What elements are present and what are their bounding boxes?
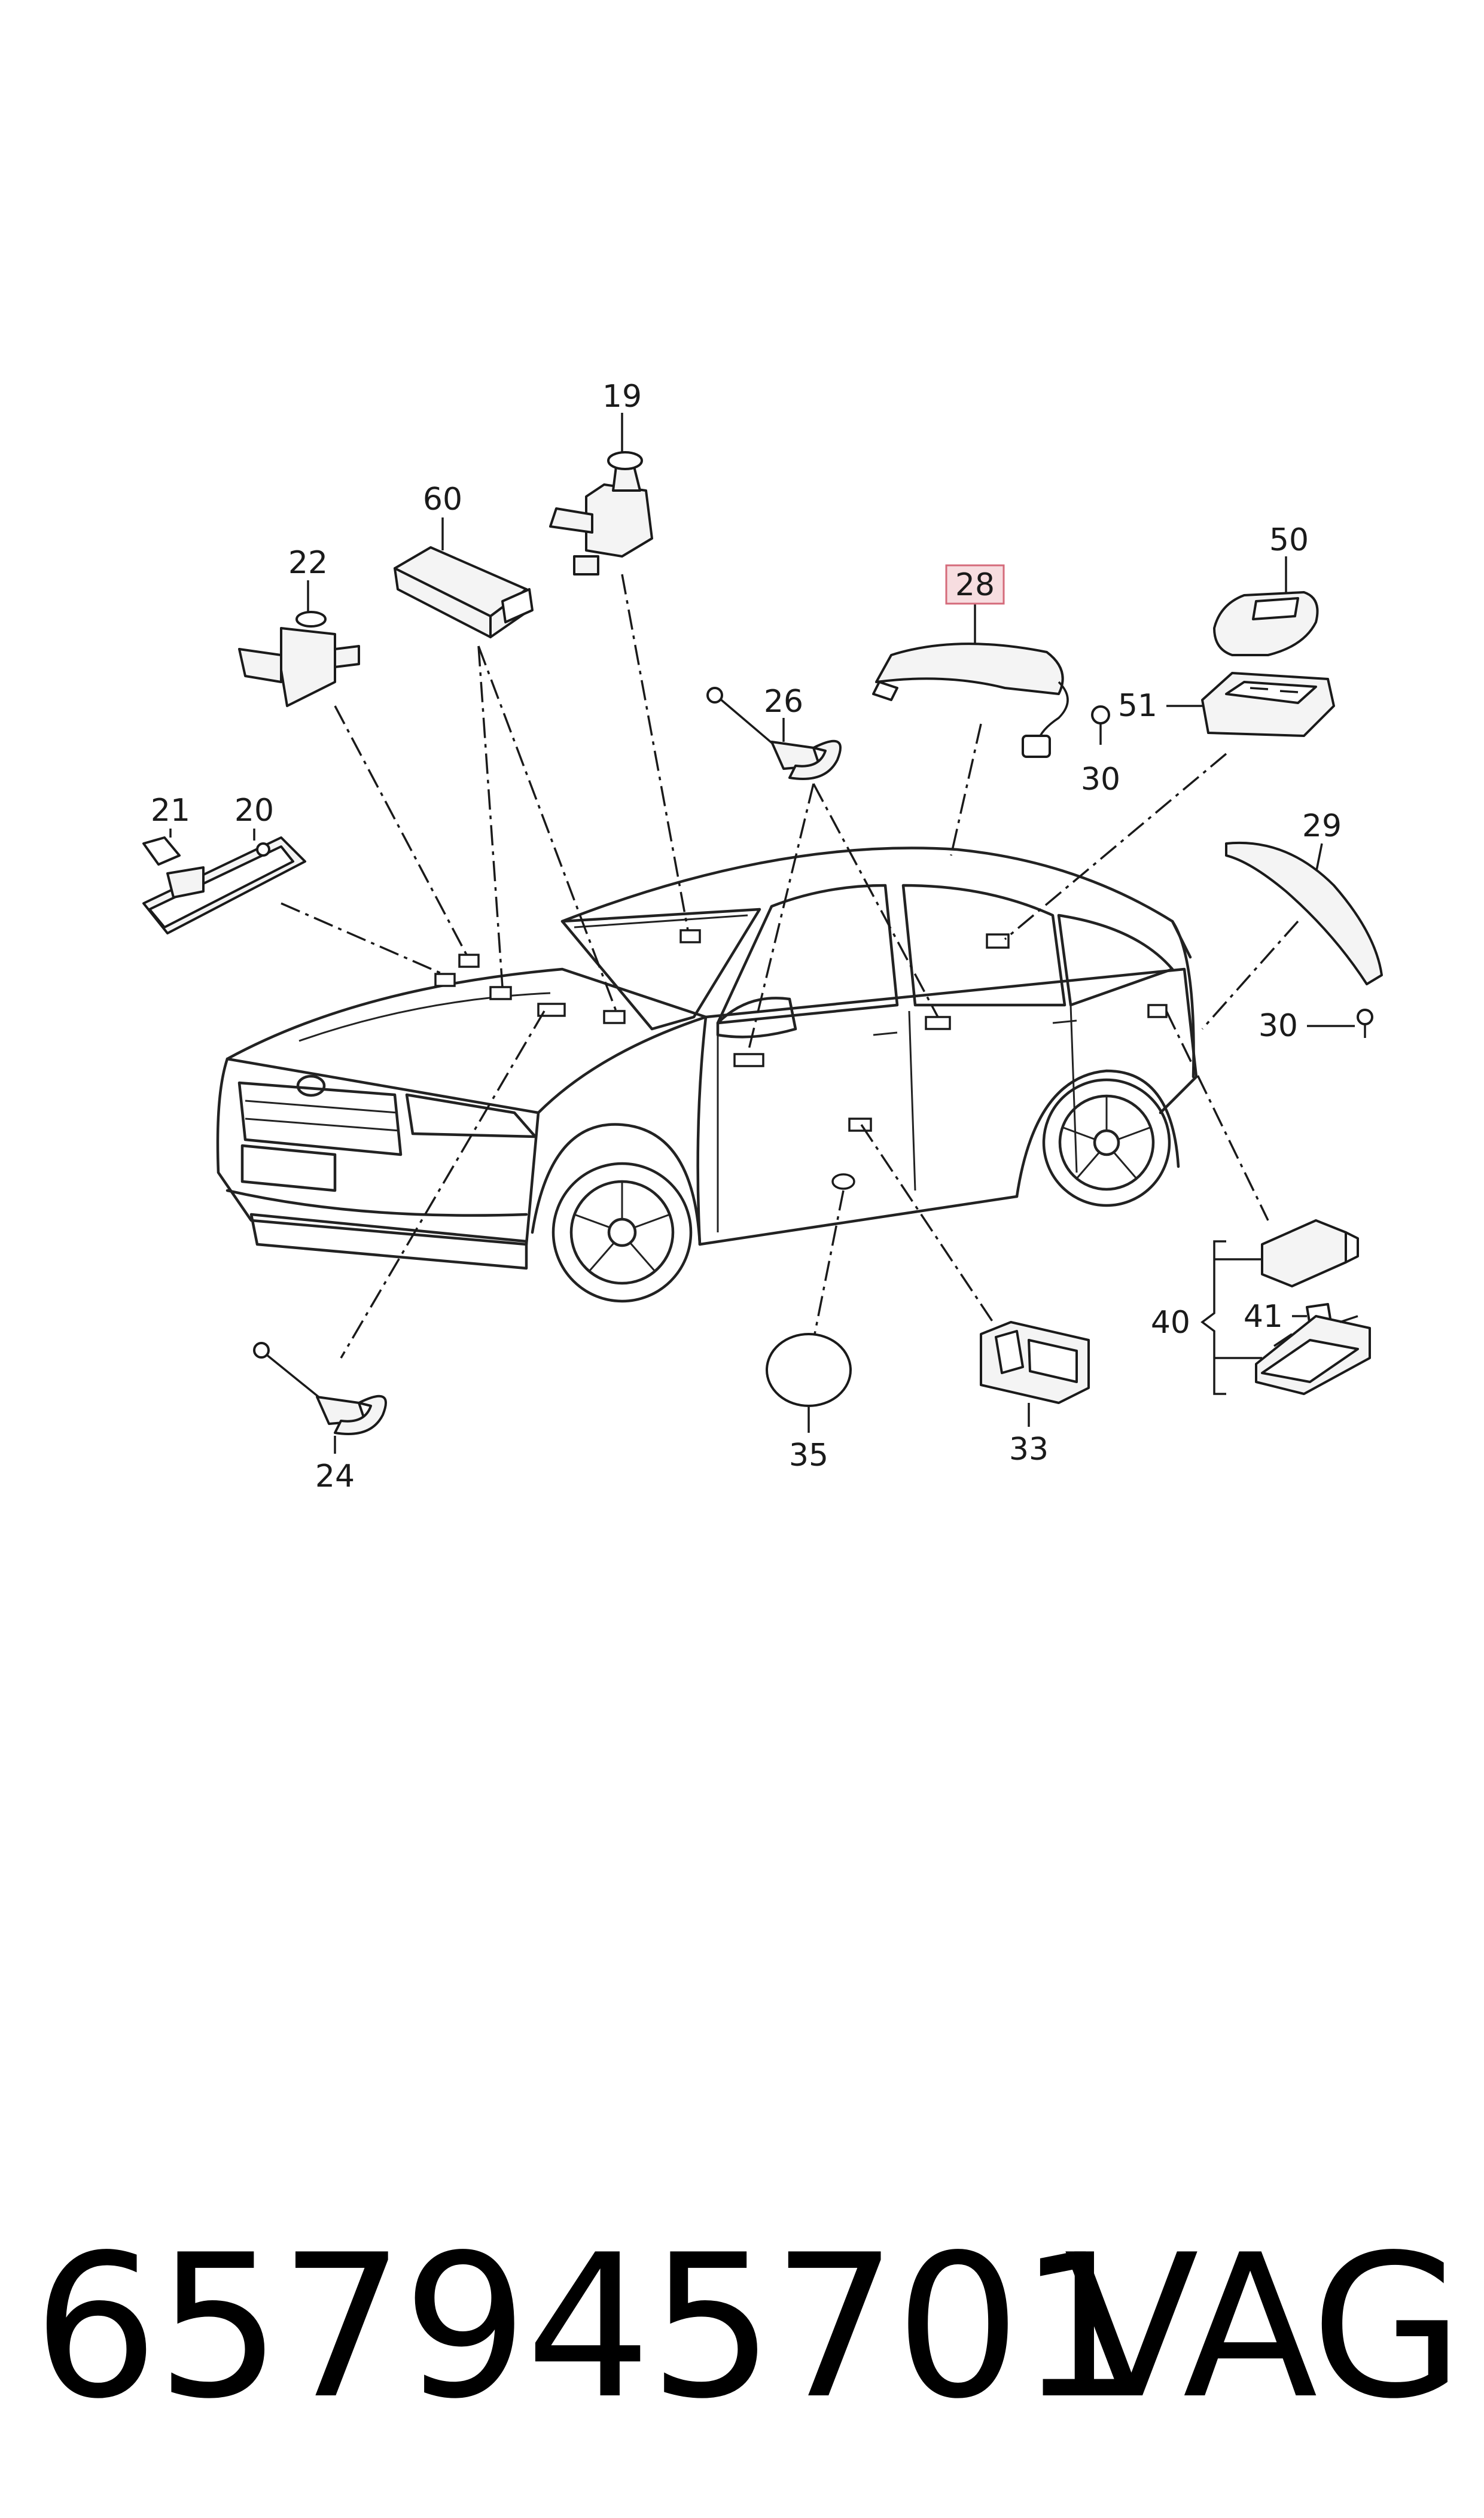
callout-26: 26 <box>764 684 803 720</box>
mount-sill <box>848 1118 872 1132</box>
leader-lines <box>281 574 1299 1359</box>
mount-points <box>434 929 1168 1190</box>
callout-24: 24 <box>315 1459 355 1494</box>
highlight-box-28 <box>945 564 1005 605</box>
mount-windshield-b <box>434 973 456 987</box>
car-outline <box>216 847 1198 1303</box>
part-51-switch-module <box>1166 672 1335 737</box>
callout-28: 28 <box>955 567 995 603</box>
callout-29: 29 <box>1302 808 1342 844</box>
mount-trunk <box>1147 1004 1168 1018</box>
part-21-bulb <box>142 829 181 866</box>
callout-51: 51 <box>1118 688 1157 724</box>
part-30-screw <box>1307 1009 1373 1038</box>
brand-name: VAG <box>1064 2212 1464 2442</box>
part-29-trunk-trim <box>1225 841 1383 985</box>
callout-20: 20 <box>234 793 274 829</box>
mount-windshield-a <box>458 954 480 968</box>
mount-dash-a <box>489 986 512 1000</box>
callout-30a: 30 <box>1081 762 1120 797</box>
mount-roof-front <box>679 929 701 943</box>
callout-60: 60 <box>423 482 462 517</box>
callout-22: 22 <box>288 545 328 581</box>
footer: 657945701 VAG <box>0 2212 1484 2442</box>
part-35-sticker <box>766 1333 852 1433</box>
callout-21: 21 <box>151 793 190 829</box>
part-26-door-light-cable <box>706 687 842 780</box>
part-33-switch <box>980 1321 1090 1427</box>
mount-dash-c <box>603 1010 626 1024</box>
callout-40: 40 <box>1151 1305 1190 1341</box>
mount-c-pillar <box>986 933 1010 949</box>
mount-dash-b <box>537 1003 566 1017</box>
mount-front-door <box>733 1053 764 1067</box>
callout-41: 41 <box>1244 1299 1283 1335</box>
part-19-microphone-bracket <box>549 413 653 576</box>
part-22-switch-bracket <box>238 580 360 707</box>
part-24-cable-lamp <box>253 1342 387 1454</box>
part-number: 657945701 <box>33 2212 1144 2442</box>
callout-50: 50 <box>1269 522 1309 558</box>
mount-fuel <box>831 1173 855 1190</box>
part-60-control-unit <box>394 517 534 638</box>
part-50-cover <box>1213 556 1319 656</box>
callout-35: 35 <box>789 1438 828 1473</box>
callout-19: 19 <box>602 379 642 415</box>
callout-30b: 30 <box>1258 1008 1298 1044</box>
part-40-luggage-lamp-assembly <box>1200 1219 1359 1395</box>
part-20-courtesy-lamp <box>142 829 306 934</box>
part-40-lamp-housing <box>1255 1315 1371 1395</box>
callout-33: 33 <box>1009 1432 1049 1467</box>
mount-rear-door <box>925 1016 951 1030</box>
part-28-interior-trim-light <box>872 604 1110 758</box>
